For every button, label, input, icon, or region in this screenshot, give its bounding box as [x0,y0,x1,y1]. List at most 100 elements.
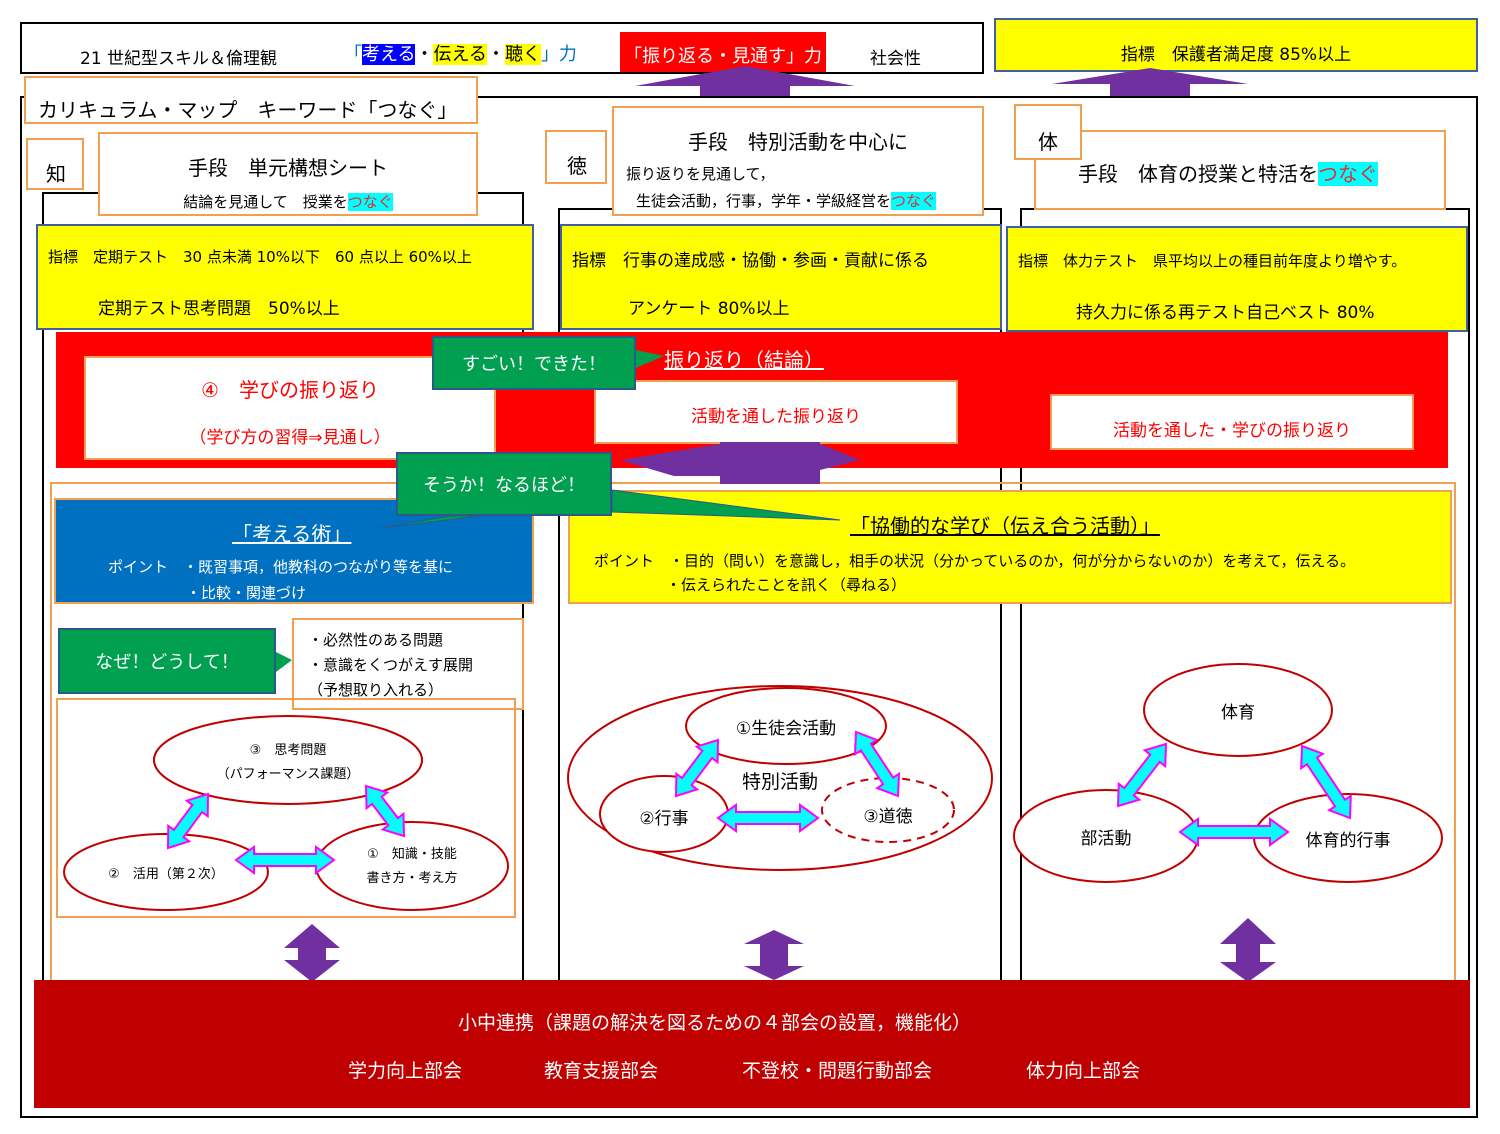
group-label: 体力向上部会 [1026,1060,1141,1082]
group-label: 不登校・問題行動部会 [742,1060,933,1082]
col1-reflection-box: ④ 学びの振り返り （学び方の習得⇒見通し） [84,356,496,460]
node-ellipse [153,715,423,805]
indicator-line: アンケート 80%以上 [628,299,790,319]
sub-text: 振り返りを見通して， [626,165,775,183]
reflect-label: 「振り返る・見通す」力 [620,32,826,72]
point-line: ポイント ・目的（問い）を意識し，相手の状況（分かっているのか，何が分からないの… [594,552,1356,570]
double-arrow-icon [1116,742,1168,808]
sub-text: 生徒会活動，行事，学年・学級経営を [636,192,892,210]
node-label: 体育的行事 [1306,831,1391,851]
node-label: ③ 思考問題 [250,743,327,758]
reflection-text: 活動を通した・学びの振り返り [1113,421,1351,441]
col1-means: 手段 単元構想シート 結論を見通して 授業をつなぐ [98,132,478,216]
col2-means: 手段 特別活動を中心に 振り返りを見通して， 生徒会活動，行事，学年・学級経営を… [612,106,984,216]
col3-label-text: 体 [1038,130,1058,154]
think-label: 考える [362,44,416,65]
reflection-sub: （学び方の習得⇒見通し） [189,428,391,448]
node-label: （パフォーマンス課題） [217,766,360,782]
col2-label-text: 徳 [567,154,587,178]
bubble-tail [636,350,664,368]
point-line: ポイント ・既習事項，他教科のつながり等を基に [108,558,454,576]
col2-means-sub: 生徒会活動，行事，学年・学級経営をつなぐ [636,190,982,211]
center-label: 特別活動 [742,771,818,793]
double-arrow-icon [853,730,901,798]
node-label: 書き方・考え方 [366,870,457,886]
col3-label: 体 [1014,104,1082,160]
curriculum-title: カリキュラム・マップ キーワード「つなぐ」 [24,76,478,124]
node-label: 部活動 [1081,829,1132,849]
cycle1-frame [56,698,516,918]
col1-indicator: 指標 定期テスト 30 点未満 10%以下 60 点以上 60%以上 定期テスト… [36,224,534,330]
collab-box: 「協働的な学び（伝え合う活動）」 ポイント ・目的（問い）を意識し，相手の状況（… [568,490,1452,604]
node-label: ① 知識・技能 [367,846,457,862]
tsunagu-highlight: つなぐ [1318,162,1378,186]
tsunagu-highlight: つなぐ [891,192,937,210]
indicator-line: 指標 定期テスト 30 点未満 10%以下 60 点以上 60%以上 [48,248,472,266]
col3-means-title: 手段 体育の授業と特活を [1078,162,1318,186]
indicator-line: 指標 行事の達成感・協働・参画・貢献に係る [572,251,929,271]
double-arrow-icon [284,924,340,982]
indicator-line: 持久力に係る再テスト自己ベスト 80% [1076,303,1375,323]
col1-means-title: 手段 単元構想シート [188,156,388,180]
double-arrow-icon [1300,744,1352,820]
top-indicator: 指標 保護者満足度 85%以上 [994,18,1478,72]
col3-means: 手段 体育の授業と特活をつなぐ [1034,130,1446,210]
page-title: カリキュラム・マップ キーワード「つなぐ」 [38,98,458,122]
main-frame [20,96,1478,1118]
sep: ・ [415,44,434,65]
group-label: 学力向上部会 [348,1060,463,1082]
node-ellipse [315,821,509,911]
indicator-line: 指標 体力テスト 県平均以上の種目前年度より増やす。 [1018,252,1407,270]
double-arrow-icon [364,784,406,838]
tsunagu-highlight: つなぐ [347,193,393,211]
reflection-title: ④ 学びの振り返り [201,378,379,402]
reflection-text: 活動を通した振り返り [691,407,861,427]
bracket: 」力 [540,44,577,65]
collaboration-title: 小中連携（課題の解決を図るための４部会の設置，機能化） [458,1012,972,1034]
node-ellipse [63,833,269,911]
conclusion-heading: 振り返り（結論） [664,348,824,372]
bubble-text: なぜ！どうして！ [95,652,239,673]
point-line: ・伝えられたことを訊く（尋ねる） [666,576,907,594]
node-label: ② 活用（第２次） [108,866,224,882]
node-label: ①生徒会活動 [736,719,836,739]
col3-indicator: 指標 体力テスト 県平均以上の種目前年度より増やす。 持久力に係る再テスト自己ベ… [1006,226,1468,332]
col3-reflection-box: 活動を通した・学びの振り返り [1050,394,1414,450]
bubble-naze: なぜ！どうして！ [58,628,276,694]
up-arrow-icon [1052,68,1248,96]
bubble-tail [379,515,481,529]
think-title: 「考える術」 [232,522,352,546]
bubble-sugoi: すごい！できた！ [432,336,636,390]
skills-header: 21 世紀型スキル＆倫理観 「考える・伝える・聴く」力 「振り返る・見通す」力 … [20,22,984,74]
double-arrow-icon [620,442,860,484]
group-label: 教育支援部会 [544,1060,659,1082]
double-arrow-icon [716,803,820,833]
bubble-text: そうか！なるほど！ [423,475,585,496]
collaboration-band: 小中連携（課題の解決を図るための４部会の設置，機能化） 学力向上部会 教育支援部… [34,980,1470,1108]
node-ellipse [1143,663,1333,757]
sub-text: 結論を見通して 授業を [183,193,348,211]
bracket: 「 [344,44,362,65]
up-arrow-icon [635,66,855,96]
col1-label: 知 [26,138,84,190]
double-arrow-icon [1178,817,1290,847]
sep: ・ [486,44,505,65]
col1-label-text: 知 [46,162,66,186]
problem-box: ・必然性のある問題 ・意識をくつがえす展開 （予想取り入れる） [292,618,524,710]
double-arrow-icon [744,930,804,980]
double-arrow-icon [1220,918,1276,982]
col2-indicator: 指標 行事の達成感・協働・参画・貢献に係る アンケート 80%以上 [560,224,1002,330]
collab-title: 「協働的な学び（伝え合う活動）」 [850,514,1160,538]
double-arrow-icon [674,738,720,798]
node-label: 体育 [1221,703,1255,723]
col2-label: 徳 [545,130,607,184]
bubble-souka: そうか！なるほど！ [396,452,612,516]
problem-item: （予想取り入れる） [308,681,444,699]
double-arrow-icon [166,792,210,850]
col2-means-title: 手段 特別活動を中心に [688,130,908,154]
double-arrow-icon [234,845,336,875]
node-ellipse [685,687,887,765]
indicator-line: 定期テスト思考問題 50%以上 [98,299,340,319]
bubble-text: すごい！できた！ [462,354,606,375]
